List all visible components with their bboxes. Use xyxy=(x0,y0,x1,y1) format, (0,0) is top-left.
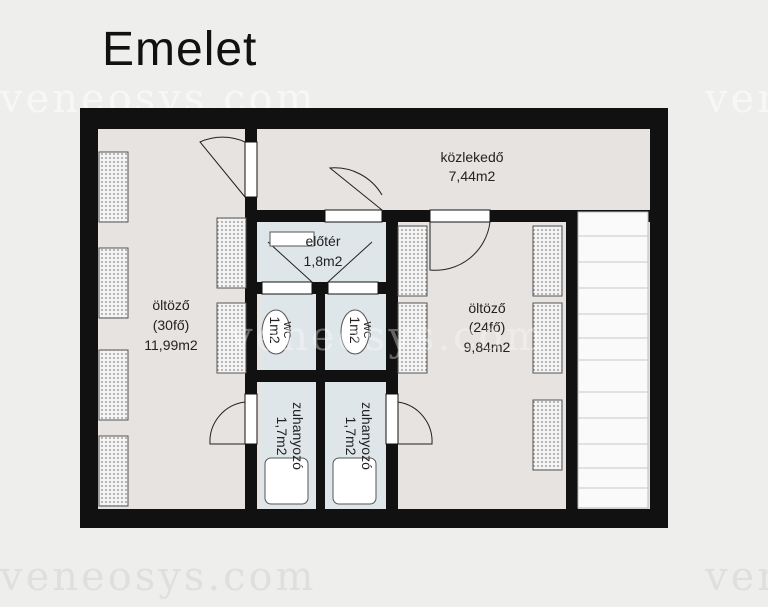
changing-right-capacity: (24fő) xyxy=(469,319,506,335)
changing-right-area: 9,84m2 xyxy=(464,339,511,355)
changing-left-name: öltöző xyxy=(152,297,190,313)
lobby-name: előtér xyxy=(305,233,340,249)
shower-right-area: 1,7m2 xyxy=(343,417,359,456)
shower-left-area: 1,7m2 xyxy=(274,417,290,456)
corridor-area: 7,44m2 xyxy=(449,168,496,184)
doors xyxy=(199,136,491,445)
changing-left-capacity: (30fő) xyxy=(153,317,190,333)
wall-mid xyxy=(316,282,325,509)
changing-right-name: öltöző xyxy=(468,300,506,316)
wall-stair xyxy=(566,210,578,509)
wc-right-name: WC xyxy=(361,322,372,339)
fixtures xyxy=(261,231,377,505)
lobby-area: 1,8m2 xyxy=(304,253,343,269)
corridor-name: közlekedő xyxy=(440,149,503,165)
wc-right-area: 1m2 xyxy=(347,316,363,343)
watermark-text: veneosys.com xyxy=(229,314,547,360)
watermark-text: veneosys.com xyxy=(0,554,317,600)
shower-right-name: zuhanyozó xyxy=(359,402,375,470)
page-title: Emelet xyxy=(102,23,258,76)
watermark-text: veneosys.com xyxy=(704,554,768,600)
lobby-floor xyxy=(257,222,386,282)
changing-left-area: 11,99m2 xyxy=(144,337,198,353)
wc-left-name: WC xyxy=(281,322,292,339)
lockers-left xyxy=(98,151,247,507)
labels: közlekedő 7,44m2 előtér 1,8m2 öltöző (30… xyxy=(144,149,510,470)
wc-left-area: 1m2 xyxy=(267,316,283,343)
lockers-right xyxy=(397,225,563,471)
staircase xyxy=(577,211,649,509)
shower-left-name: zuhanyozó xyxy=(290,402,306,470)
watermark-text: veneosys.com xyxy=(704,76,768,122)
